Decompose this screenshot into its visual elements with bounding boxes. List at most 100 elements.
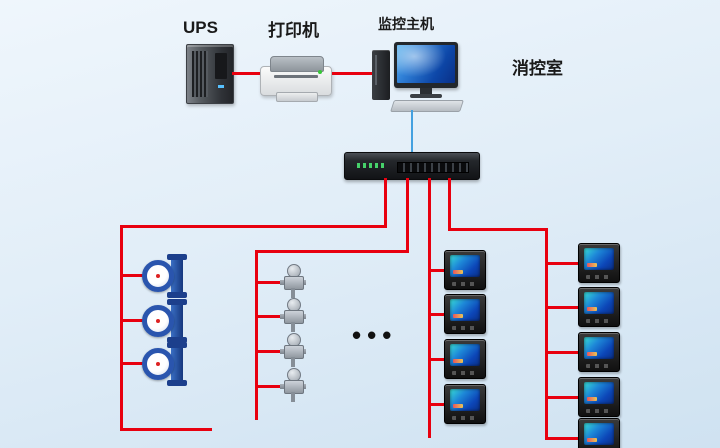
sensor-stem — [291, 288, 295, 298]
water-meter-flange — [167, 337, 187, 343]
switch-drop-2 — [406, 178, 409, 252]
trunk-meter-col2 — [545, 228, 548, 440]
water-meter-pipe — [171, 344, 183, 384]
power-meter-icon — [444, 250, 486, 290]
ups-panel — [215, 53, 227, 79]
printer-paper-slot — [274, 75, 318, 78]
power-meter-screen — [584, 423, 614, 445]
ups-grille — [192, 51, 208, 97]
branch-pmeter2-2 — [545, 306, 580, 309]
power-meter-icon — [444, 384, 486, 424]
branch-water-2 — [120, 319, 146, 322]
water-meter-dial — [142, 305, 174, 337]
printer-led — [318, 70, 322, 74]
trunk-water-meters — [120, 225, 123, 431]
water-meter-icon — [142, 342, 188, 386]
water-meter-flange — [167, 299, 187, 305]
branch-pmeter1-2 — [428, 313, 446, 316]
power-meter-buttons — [586, 275, 612, 279]
switch-drop-4 — [448, 178, 451, 231]
power-meter-screen — [584, 248, 614, 270]
line-ups-printer — [232, 72, 260, 75]
trunk-meter-col1 — [428, 178, 431, 438]
power-meter-icon — [578, 418, 620, 448]
water-meter-icon — [142, 254, 188, 298]
power-meter-buttons — [586, 319, 612, 323]
water-meter-flange — [167, 254, 187, 260]
water-meter-flange — [167, 380, 187, 386]
water-meter-flange — [167, 292, 187, 298]
host-label: 监控主机 — [378, 16, 434, 32]
ups-led — [218, 85, 224, 88]
branch-pmeter1-4 — [428, 403, 446, 406]
bus-right — [448, 228, 548, 231]
sensor-valve-icon — [280, 368, 306, 402]
branch-sensor-4 — [255, 385, 283, 388]
power-meter-screen — [584, 337, 614, 359]
printer-device-icon — [260, 56, 332, 102]
ups-label: UPS — [183, 18, 218, 37]
branch-pmeter2-1 — [545, 262, 580, 265]
sensor-stem — [291, 357, 295, 367]
branch-pmeter2-5 — [545, 437, 580, 440]
switch-leds — [357, 163, 385, 168]
monitoring-host-icon — [372, 42, 466, 112]
branch-sensor-1 — [255, 281, 283, 284]
power-meter-icon — [444, 339, 486, 379]
trunk-sensors — [255, 250, 258, 420]
bus-sensors — [255, 250, 409, 253]
host-monitor — [394, 42, 458, 88]
water-meter-icon — [142, 299, 188, 343]
host-monitor-stand — [420, 88, 432, 94]
power-meter-buttons — [586, 409, 612, 413]
switch-ports — [397, 162, 469, 173]
power-meter-icon — [444, 294, 486, 334]
trunk-water-bottom-stub — [120, 428, 212, 431]
host-screen — [397, 45, 455, 83]
branch-pmeter2-4 — [545, 396, 580, 399]
water-meter-dial — [142, 260, 174, 292]
printer-label: 打印机 — [268, 21, 319, 40]
branch-water-1 — [120, 274, 146, 277]
water-meter-dial — [142, 348, 174, 380]
branch-pmeter1-1 — [428, 269, 446, 272]
power-meter-icon — [578, 287, 620, 327]
power-meter-screen — [450, 299, 480, 321]
bus-left — [120, 225, 387, 228]
switch-drop-1 — [384, 178, 387, 227]
branch-sensor-3 — [255, 350, 283, 353]
printer-lid — [270, 56, 324, 72]
ellipsis-more-devices: ••• — [352, 320, 398, 350]
water-meter-flange — [167, 342, 187, 348]
power-meter-icon — [578, 332, 620, 372]
printer-tray — [276, 92, 318, 102]
branch-sensor-2 — [255, 315, 283, 318]
branch-pmeter1-3 — [428, 358, 446, 361]
power-meter-buttons — [586, 364, 612, 368]
branch-water-3 — [120, 362, 146, 365]
sensor-valve-icon — [280, 333, 306, 367]
power-meter-screen — [584, 292, 614, 314]
power-meter-icon — [578, 243, 620, 283]
switch-device-icon — [344, 152, 480, 180]
line-printer-host — [332, 72, 372, 75]
power-meter-screen — [450, 255, 480, 277]
power-meter-buttons — [452, 371, 478, 375]
water-meter-pipe — [171, 256, 183, 296]
power-meter-buttons — [452, 282, 478, 286]
host-monitor-base — [410, 94, 442, 98]
power-meter-screen — [584, 382, 614, 404]
power-meter-buttons — [452, 326, 478, 330]
water-meter-pipe — [171, 301, 183, 341]
sensor-stem — [291, 322, 295, 332]
line-host-switch — [411, 110, 413, 152]
power-meter-buttons — [452, 416, 478, 420]
sensor-stem — [291, 392, 295, 402]
branch-pmeter2-3 — [545, 351, 580, 354]
room-label: 消控室 — [512, 59, 563, 78]
power-meter-icon — [578, 377, 620, 417]
host-keyboard — [390, 100, 464, 112]
power-meter-screen — [450, 389, 480, 411]
sensor-valve-icon — [280, 298, 306, 332]
